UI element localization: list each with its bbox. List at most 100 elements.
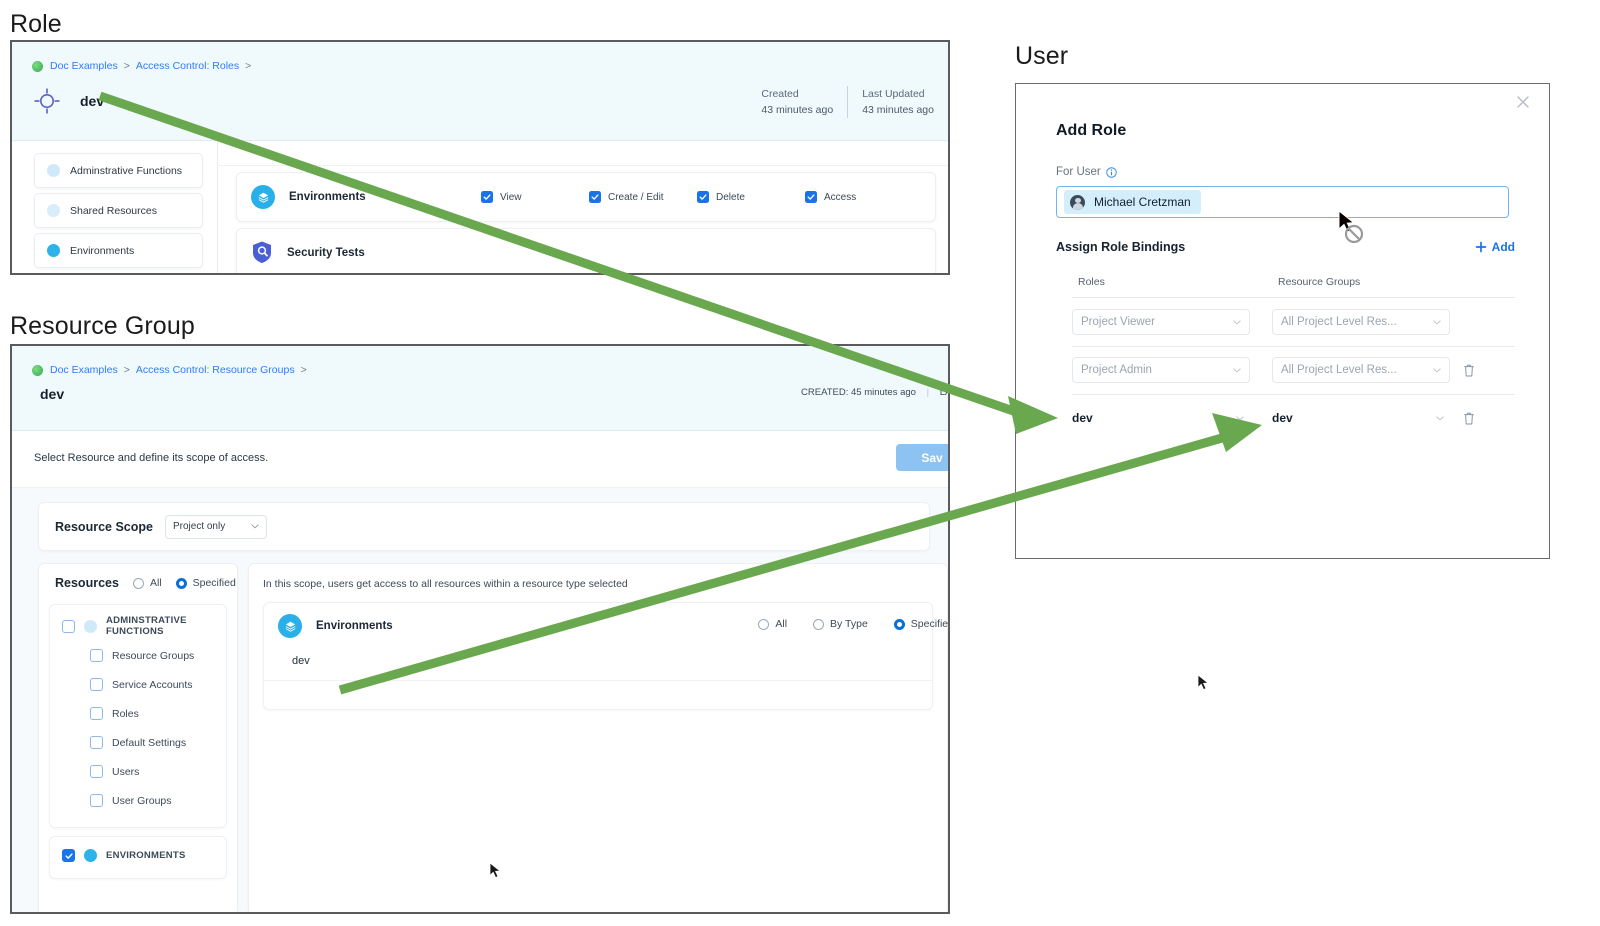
scope-option-specified[interactable]: Specified (893, 618, 950, 630)
resource-item-users[interactable]: Users (50, 757, 226, 786)
role-select[interactable]: Project Viewer (1072, 309, 1250, 335)
resource-item-roles[interactable]: Roles (50, 699, 226, 728)
resource-group-subbar: Select Resource and define its scope of … (12, 431, 948, 488)
binding-row-1: Project Viewer All Project Level Res... (1072, 298, 1515, 347)
radio-selected-icon[interactable] (175, 577, 187, 589)
checkbox-icon[interactable] (90, 765, 103, 778)
checkbox-checked-icon[interactable] (697, 191, 709, 203)
scope-option-all[interactable]: All (758, 618, 787, 630)
resource-item-user-groups[interactable]: User Groups (50, 786, 226, 815)
save-button[interactable]: Sav (896, 444, 948, 471)
bright-dot-icon (84, 849, 97, 862)
resource-scope-card: Resource Scope Project only (38, 502, 930, 551)
environments-label: Environments (316, 620, 393, 632)
project-dot-icon (32, 60, 43, 72)
checkbox-icon[interactable] (90, 678, 103, 691)
checkbox-checked-icon[interactable] (589, 191, 601, 203)
resources-list-panel: Resources All Specified ADMINSTRATIVE F (38, 563, 238, 912)
permission-view[interactable]: View (481, 191, 589, 203)
resource-scope-select[interactable]: Project only (164, 514, 267, 539)
resource-group-cell: dev (1272, 411, 1462, 425)
instruction-text: Select Resource and define its scope of … (34, 452, 269, 464)
permission-delete[interactable]: Delete (697, 191, 805, 203)
resource-group-content: Resource Scope Project only Resources Al… (12, 488, 948, 912)
role-cell: Project Viewer (1072, 309, 1272, 335)
breadcrumb-doc-examples[interactable]: Doc Examples (50, 364, 118, 376)
add-binding-button[interactable]: Add (1475, 240, 1515, 254)
role-meta: Created 43 minutes ago Last Updated 43 m… (747, 86, 948, 118)
item-label: User Groups (112, 794, 172, 807)
user-section-title: User (1015, 42, 1069, 70)
environments-scope-card: Environments All By Type S (263, 602, 948, 710)
resource-group-select[interactable]: All Project Level Res... (1272, 357, 1450, 383)
radio-selected-icon[interactable] (893, 618, 905, 630)
add-role-dialog: Add Role For User Michael Cretzman Assig… (1015, 83, 1550, 559)
breadcrumb-access-control-resource-groups[interactable]: Access Control: Resource Groups (135, 364, 295, 376)
option-label: Specified (910, 618, 950, 630)
breadcrumb-doc-examples[interactable]: Doc Examples (50, 60, 118, 72)
delete-binding-button[interactable] (1462, 411, 1476, 426)
chevron-down-icon (1236, 415, 1244, 420)
user-select-field[interactable]: Michael Cretzman (1056, 186, 1509, 218)
resource-group-cell: All Project Level Res... (1272, 309, 1462, 335)
chevron-down-icon (1436, 415, 1444, 420)
checkbox-checked-icon[interactable] (481, 191, 493, 203)
resources-option-all[interactable]: All (132, 577, 162, 589)
user-chip[interactable]: Michael Cretzman (1064, 190, 1201, 214)
delete-binding-button[interactable] (1462, 363, 1476, 378)
role-category-environments[interactable]: Environments (34, 233, 203, 268)
role-category-shared-resources[interactable]: Shared Resources (34, 193, 203, 228)
chevron-down-icon (1233, 319, 1241, 324)
option-label: Specified (192, 577, 236, 589)
resource-group-select[interactable]: dev (1272, 411, 1450, 425)
role-category-administrative-functions[interactable]: Adminstrative Functions (34, 153, 203, 188)
role-select[interactable]: Project Admin (1072, 357, 1250, 383)
role-select[interactable]: dev (1072, 411, 1250, 425)
breadcrumb-access-control-roles[interactable]: Access Control: Roles (135, 60, 240, 72)
permission-create-edit[interactable]: Create / Edit (589, 191, 697, 203)
radio-icon[interactable] (132, 577, 144, 589)
resource-item-service-accounts[interactable]: Service Accounts (50, 670, 226, 699)
resource-item-default-settings[interactable]: Default Settings (50, 728, 226, 757)
updated-cell: Last Updated 43 minutes ago (847, 86, 948, 118)
checkbox-icon[interactable] (90, 649, 103, 662)
scope-option-by-type[interactable]: By Type (813, 618, 868, 630)
permission-access[interactable]: Access (805, 191, 913, 203)
checkbox-icon[interactable] (90, 707, 103, 720)
radio-icon[interactable] (758, 618, 770, 630)
bindings-table-head: Roles Resource Groups (1078, 276, 1515, 288)
updated-value: 43 minutes ago (862, 104, 934, 116)
table-divider (1072, 297, 1515, 298)
checkbox-icon[interactable] (90, 736, 103, 749)
role-value: dev (1072, 411, 1093, 425)
role-name: dev (80, 93, 105, 109)
column-resource-groups: Resource Groups (1278, 276, 1361, 288)
item-label: Resource Groups (112, 649, 195, 662)
checkbox-checked-icon[interactable] (805, 191, 817, 203)
resources-section: Resources All Specified ADMINSTRATIVE F (12, 563, 948, 912)
resources-option-specified[interactable]: Specified (175, 577, 236, 589)
for-user-label: For User (1056, 166, 1101, 178)
resource-item-resource-groups[interactable]: Resource Groups (50, 641, 226, 670)
resource-group-administrative-functions: ADMINSTRATIVE FUNCTIONS Resource Groups … (49, 604, 227, 828)
row-label: Environments (289, 191, 366, 203)
environment-item-dev[interactable]: dev (264, 649, 932, 681)
item-label: Users (112, 765, 140, 778)
resource-group-panel: Doc Examples > Access Control: Resource … (10, 344, 950, 914)
checkbox-icon[interactable] (90, 794, 103, 807)
resource-group-select[interactable]: All Project Level Res... (1272, 309, 1450, 335)
radio-icon[interactable] (813, 618, 825, 630)
project-dot-icon (32, 364, 43, 376)
group-header[interactable]: ENVIRONMENTS (50, 849, 226, 862)
group-header[interactable]: ADMINSTRATIVE FUNCTIONS (50, 615, 226, 637)
role-category-list: Adminstrative Functions Shared Resources… (12, 141, 217, 273)
add-label: Add (1491, 240, 1515, 254)
row-label: Security Tests (287, 247, 365, 259)
checkbox-checked-icon[interactable] (62, 849, 75, 862)
target-icon (32, 86, 62, 116)
role-permissions-area: Environments View Create / Edit Delete A… (217, 141, 948, 273)
checkbox-icon[interactable] (62, 619, 75, 633)
updated-label: Last Updated (862, 88, 925, 100)
close-icon[interactable] (1515, 94, 1533, 112)
option-label: All (775, 618, 788, 630)
